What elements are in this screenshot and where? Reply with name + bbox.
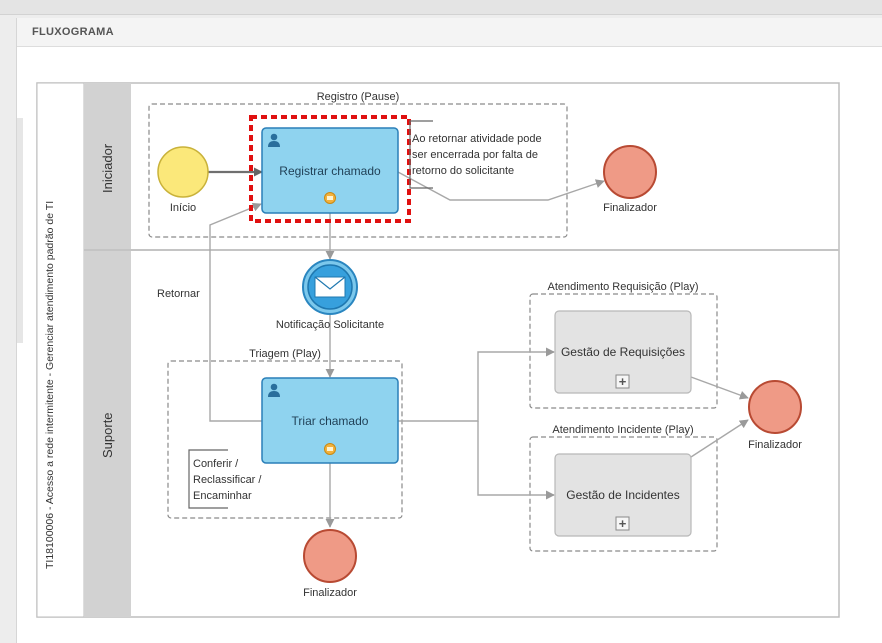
task-registrar-chamado[interactable] [261, 127, 399, 214]
pool-title: TI18100006 - Acesso a rede intermitente … [44, 201, 56, 569]
flow-requisicoes-finalizador [690, 376, 749, 400]
task-triar-chamado[interactable] [261, 377, 399, 464]
subprocess-incidentes-label: Gestão de Incidentes [566, 488, 679, 502]
end-event-triagem-label: Finalizador [303, 587, 357, 599]
subprocess-requisicoes-label: Gestão de Requisições [561, 345, 685, 359]
flow-incidentes-finalizador [690, 419, 749, 458]
annotation-registro-line-1: Ao retornar atividade pode [412, 133, 542, 145]
end-event-triagem[interactable] [303, 529, 357, 583]
group-triagem-label: Triagem (Play) [249, 348, 321, 360]
group-requisicao [529, 293, 718, 409]
annotation-registro-line-3: retorno do solicitante [412, 165, 514, 177]
panel-title: FLUXOGRAMA [32, 26, 114, 38]
group-registro-label: Registro (Pause) [317, 91, 400, 103]
flow-registrar-finalizador [397, 171, 605, 201]
lane-suporte-label: Suporte [100, 412, 115, 458]
group-incidente [529, 436, 718, 552]
annotation-triagem-bracket [188, 449, 228, 509]
message-event-label: Notificação Solicitante [276, 319, 384, 331]
lane-suporte-header [84, 251, 131, 617]
subprocess-incidentes[interactable] [554, 453, 692, 537]
annotation-triagem-line-3: Encaminhar [193, 490, 252, 502]
message-event[interactable] [302, 259, 358, 315]
group-registro [148, 103, 568, 238]
subprocess-requisicoes[interactable] [554, 310, 692, 394]
group-incidente-label: Atendimento Incidente (Play) [552, 424, 693, 436]
end-event-atendimento-label: Finalizador [748, 439, 802, 451]
user-task-icon [268, 133, 280, 147]
flow-retornar [209, 202, 262, 422]
flow-triar-incidentes [477, 421, 555, 500]
expand-icon[interactable] [615, 516, 630, 531]
end-event-atendimento[interactable] [748, 380, 802, 434]
timer-icon [324, 443, 336, 455]
pool [36, 82, 840, 618]
annotation-registro-line-2: ser encerrada por falta de [412, 149, 538, 161]
timer-icon [324, 192, 336, 204]
user-task-icon [268, 383, 280, 397]
annotation-registro-bracket [409, 120, 433, 189]
lane-iniciador-label: Iniciador [100, 143, 115, 193]
pool-header [36, 82, 85, 618]
expand-icon[interactable] [615, 374, 630, 389]
panel-left-bar [17, 118, 23, 343]
annotation-triagem-line-1: Conferir / [193, 458, 239, 470]
panel-header: FLUXOGRAMA [17, 18, 882, 47]
end-event-registro-label: Finalizador [603, 202, 657, 214]
top-strip [0, 0, 882, 15]
task-registrar-label: Registrar chamado [279, 164, 381, 178]
task-triar-label: Triar chamado [292, 414, 369, 428]
lane-iniciador-header [84, 83, 131, 249]
flow-triar-requisicoes [398, 347, 555, 422]
flow-retornar-label: Retornar [157, 288, 200, 300]
start-event-label: Início [170, 202, 196, 214]
expand-icon-glyph: + [619, 516, 627, 531]
selection-highlight [249, 115, 411, 223]
expand-icon-glyph: + [619, 374, 627, 389]
group-requisicao-label: Atendimento Requisição (Play) [547, 281, 698, 293]
annotation-triagem-line-2: Reclassificar / [193, 474, 262, 486]
start-event[interactable] [157, 146, 209, 198]
group-triagem [167, 360, 403, 519]
end-event-registro[interactable] [603, 145, 657, 199]
